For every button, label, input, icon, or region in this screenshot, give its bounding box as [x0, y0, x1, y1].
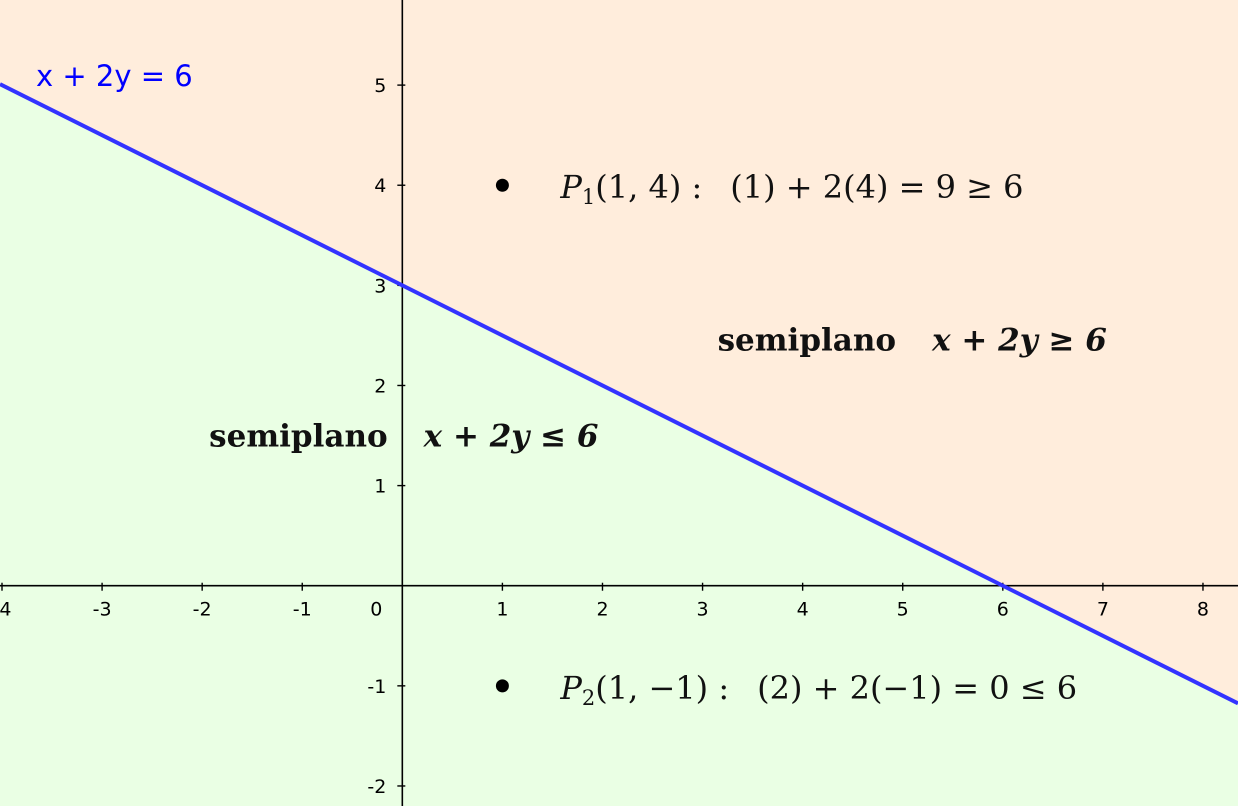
x-tick-label: 3: [697, 599, 709, 621]
y-tick-label: 5: [374, 75, 386, 97]
y-tick-label: 1: [374, 476, 386, 498]
equation-label: x + 2y = 6: [36, 59, 193, 93]
y-tick-label: -1: [367, 676, 386, 698]
x-tick-label: 6: [997, 599, 1009, 621]
x-tick-label: 0: [370, 599, 382, 621]
x-tick-label: 2: [596, 599, 608, 621]
y-tick-label: 3: [374, 275, 386, 297]
x-tick-label: 1: [496, 599, 508, 621]
x-tick-label: 4: [797, 599, 809, 621]
half-plane-below-region: [0, 84, 1238, 806]
y-tick-label: 2: [374, 375, 386, 397]
test-point-label-2: P2(1, −1) :(2) + 2(−1) = 0 ≤ 6: [559, 669, 1077, 710]
boundary-line: [0, 82, 1238, 706]
y-tick-label: 4: [374, 175, 386, 197]
test-point-1: [495, 178, 509, 192]
x-tick-label: -1: [293, 599, 312, 621]
x-tick-label: 5: [897, 599, 909, 621]
test-point-2: [495, 679, 509, 693]
test-point-label-1: P1(1, 4) :(1) + 2(4) = 9 ≥ 6: [559, 168, 1023, 209]
test-points: P1(1, 4) :(1) + 2(4) = 9 ≥ 6 P2(1, −1) :(…: [495, 168, 1077, 710]
x-tick-label: -4: [0, 599, 11, 621]
x-tick-label: -3: [93, 599, 112, 621]
x-tick-label: 7: [1097, 599, 1109, 621]
x-tick-label: -2: [193, 599, 212, 621]
x-tick-label: 8: [1197, 599, 1209, 621]
y-tick-label: -2: [367, 776, 386, 798]
axis-ticks: -4 -3 -2 -1 0 1 2 3 4 5 6 7 8 -2 -1 1 2 3 4 5: [0, 75, 1209, 798]
half-plane-above-region: [0, 0, 1238, 704]
